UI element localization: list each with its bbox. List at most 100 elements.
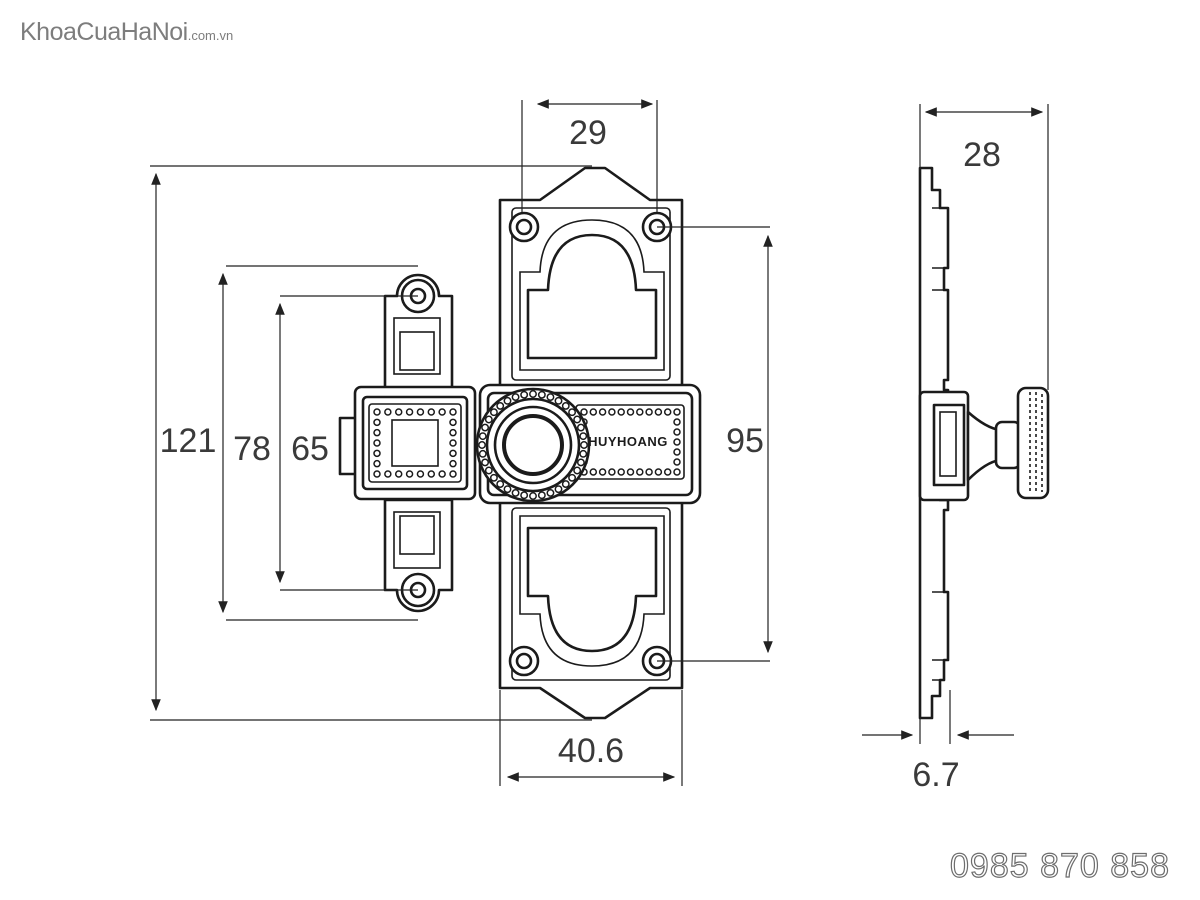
bead-dot [478,432,487,441]
brand-tld: .com.vn [187,28,234,43]
bead-dot [673,458,681,466]
bead-dot [449,439,457,447]
bead-dot [589,408,598,416]
dim-width: 40.6 [558,732,624,770]
bead-dot [449,470,457,478]
front-view: HUYHOANG [338,166,702,720]
bead-dot [568,408,577,417]
engraving-text: HUYHOANG [588,434,668,449]
bead-dot [617,408,625,416]
bead-dot [484,466,493,475]
bead-dot [496,401,505,410]
bead-dot [654,408,663,416]
bead-dot [373,418,381,427]
bead-dot [384,408,392,416]
bead-dot [427,408,436,416]
bead-dot [438,408,446,416]
bead-dot [405,470,414,478]
bead-dot [608,468,616,476]
bead-dot [416,470,425,478]
bead-dot [579,449,588,458]
bead-dot [673,418,681,426]
bead-dot [373,449,381,458]
bead-dot [617,468,625,476]
screw-hole [508,645,540,677]
screw-hole [508,211,540,243]
bead-dot [673,448,681,456]
bead-dot [573,466,582,475]
brand-logo: KhoaCuaHaNoi.com.vn [20,18,233,47]
bead-dot [636,468,644,476]
keeper-bracket [338,273,477,613]
bead-dot [636,408,644,416]
dim-plate-thickness: 6.7 [912,756,959,794]
bead-dot [394,408,403,416]
bead-dot [645,408,653,416]
bead-dot [489,473,498,482]
bead-dot [384,470,392,478]
bead-dot [427,470,436,478]
bead-dot [449,459,457,468]
bead-dot [394,470,403,478]
bead-dot [405,408,414,416]
bead-dot [546,393,555,402]
bead-dot [645,468,653,476]
dim-left-overall: 78 [233,430,271,468]
bead-dot [673,428,681,436]
dim-depth: 28 [963,136,1001,174]
dim-overall-height: 121 [160,422,217,460]
bead-dot [576,423,585,432]
bead-dot [503,396,512,405]
bolt-housing: HUYHOANG [475,383,702,505]
phone-number: 0985 870 858 [949,846,1170,885]
dimension-lines [150,99,1049,786]
bead-dot [503,485,512,494]
bead-dot [373,428,381,437]
bead-dot [529,492,537,500]
bead-dot [589,468,598,476]
bead-dot [373,459,381,468]
bead-dot [561,480,570,489]
bead-dot [449,449,457,458]
bead-dot [481,458,490,467]
bead-dot [438,470,446,478]
bead-dot [626,468,635,476]
bead-dot [561,401,570,410]
bead-dot [654,468,663,476]
bead-dot [598,408,607,416]
bead-dot [608,408,616,416]
bead-dot [673,468,681,476]
bead-dot [373,439,381,447]
bead-dot [554,485,563,494]
bead-dot [598,468,607,476]
bead-dot [546,488,555,497]
bead-dot [449,408,457,416]
bead-dot [496,480,505,489]
bead-dot [573,415,582,424]
side-view [918,166,1050,720]
dim-right-hole-spacing: 95 [726,422,764,460]
bead-dot [663,408,672,416]
bead-dot [663,468,672,476]
bead-dot [484,415,493,424]
bead-dot [373,470,381,478]
bead-dot [481,423,490,432]
bead-dot [529,390,537,398]
bead-dot [449,428,457,437]
dim-top-hole-spacing: 29 [569,114,607,152]
bead-dot [626,408,635,416]
bead-dot [568,473,577,482]
bead-dot [579,432,588,441]
bead-dot [373,408,381,416]
bead-dot [520,491,529,500]
bead-dot [520,390,529,399]
bead-dot [449,418,457,427]
dim-left-hole-spacing: 65 [291,430,329,468]
bead-dot [478,449,487,458]
bead-dot [580,408,588,416]
dimension-labels: 29 121 78 65 95 40.6 28 6.7 [160,114,1001,794]
bead-dot [537,390,546,399]
brand-name: KhoaCuaHaNoi [20,18,188,46]
bead-dot [673,408,681,416]
